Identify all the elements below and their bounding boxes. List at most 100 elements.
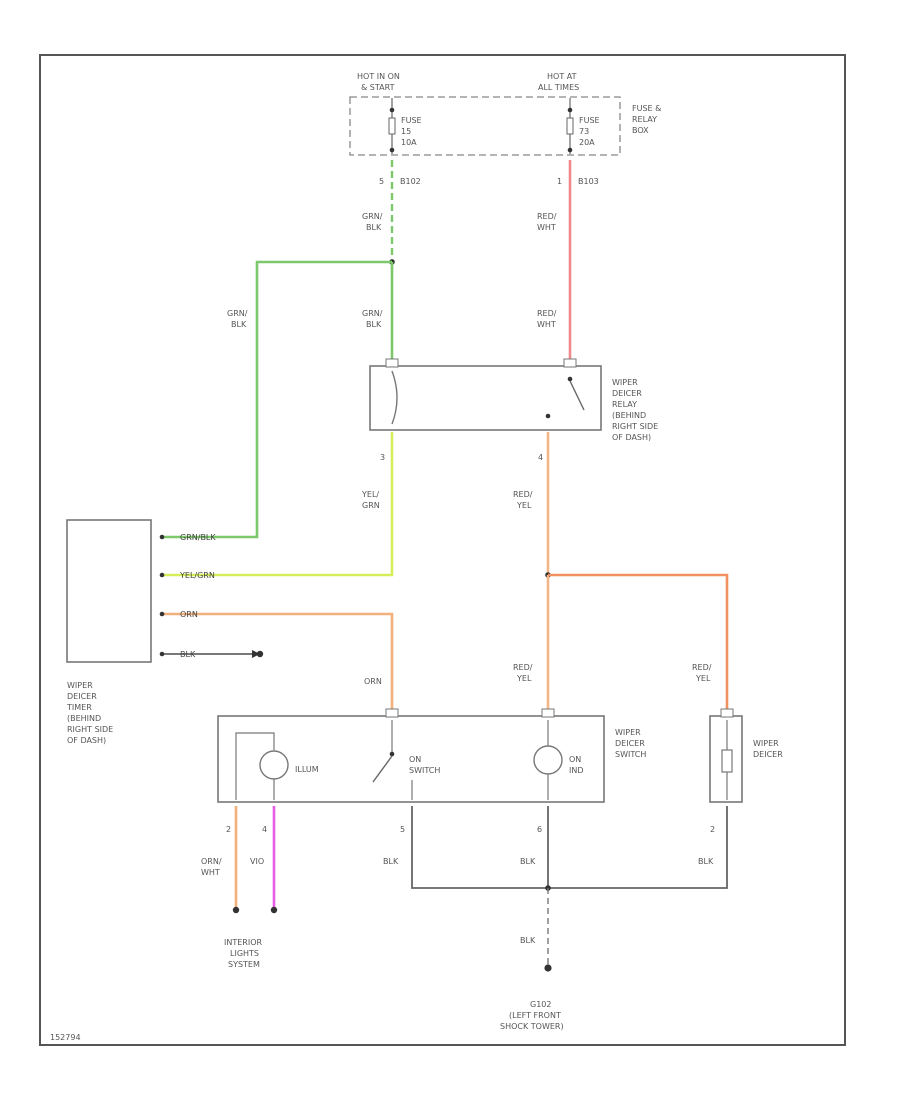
timer-label-5: RIGHT SIDE	[67, 725, 113, 734]
wire-label-grn-blk-a-1: GRN/	[362, 212, 383, 221]
timer-pin-label-4: BLK	[180, 650, 196, 659]
wire-label-grn-blk-c-1: GRN/	[362, 309, 383, 318]
wire-label-vio: VIO	[250, 857, 264, 866]
fuse-box-label-2: RELAY	[632, 115, 657, 124]
fuse-15-icon	[388, 117, 396, 135]
fuse-73-label-2: 73	[579, 127, 589, 136]
interior-lights-terminal-2	[270, 906, 278, 914]
wiper-deicer-timer: GRN/BLK YEL/GRN ORN BLK WIPER DEICER TIM…	[66, 519, 216, 745]
wire-label-red-yel-c-1: RED/	[692, 663, 712, 672]
wire-label-red-wht-a-2: WHT	[537, 223, 556, 232]
switch-connector-2	[541, 708, 555, 718]
hot-run-start-label-1: HOT IN ON	[357, 72, 400, 81]
wire-label-red-yel-a-1: RED/	[513, 490, 533, 499]
switch-connector-1	[385, 708, 399, 718]
on-switch-contact	[389, 751, 395, 757]
relay-label-6: OF DASH)	[612, 433, 651, 442]
timer-pin-blk	[159, 651, 165, 657]
fuse-15-terminal-top	[389, 107, 395, 113]
wire-label-grn-blk-b-1: GRN/	[227, 309, 248, 318]
timer-label-6: OF DASH)	[67, 736, 106, 745]
ground-label-1: G102	[530, 1000, 551, 1009]
wire-label-grn-blk-a-2: BLK	[366, 223, 382, 232]
fuse-box-pin-left: 5	[379, 177, 384, 186]
illum-circuit	[235, 732, 275, 800]
fuse-73-label-1: FUSE	[579, 116, 600, 125]
wire-label-red-yel-b-1: RED/	[513, 663, 533, 672]
fuse-box-label-1: FUSE &	[632, 104, 661, 113]
fuse-box-label-3: BOX	[632, 126, 649, 135]
relay-contact-top	[567, 376, 573, 382]
wire-label-red-yel-a-2: YEL	[516, 501, 532, 510]
wire-label-yel-grn-1: YEL/	[361, 490, 379, 499]
wire-label-orn-wht-2: WHT	[201, 868, 220, 877]
on-switch-label-1: ON	[409, 755, 421, 764]
ground-label-2: (LEFT FRONT	[509, 1011, 561, 1020]
fuse-15-label-3: 10A	[401, 138, 417, 147]
blk-ground-bus	[411, 806, 728, 889]
relay-switch-arm-icon	[569, 380, 585, 411]
relay-label-3: RELAY	[612, 400, 637, 409]
timer-pin-label-2: YEL/GRN	[179, 571, 215, 580]
wire-label-blk-b: BLK	[520, 857, 536, 866]
switch-label-1: WIPER	[615, 728, 641, 737]
hot-all-times-label-1: HOT AT	[547, 72, 577, 81]
wire-label-red-yel-c-2: YEL	[695, 674, 711, 683]
fuse-relay-box: HOT IN ON & START HOT AT ALL TIMES FUSE …	[349, 72, 661, 186]
deicer-element-icon	[721, 749, 733, 773]
ground-label-3: SHOCK TOWER)	[500, 1022, 564, 1031]
fuse-73-terminal-top	[567, 107, 573, 113]
switch-pin-2: 2	[226, 825, 231, 834]
on-ind-label-2: IND	[569, 766, 584, 775]
relay-pin-4: 4	[538, 453, 543, 462]
relay-connector-2	[563, 358, 577, 368]
wire-label-blk-a: BLK	[383, 857, 399, 866]
switch-pin-4: 4	[262, 825, 267, 834]
switch-pin-5: 5	[400, 825, 405, 834]
relay-label-1: WIPER	[612, 378, 638, 387]
yel-grn-wire	[162, 432, 394, 577]
timer-box	[66, 519, 152, 663]
wire-label-grn-blk-c-2: BLK	[366, 320, 382, 329]
wire-label-red-wht-b-1: RED/	[537, 309, 557, 318]
fuse-box-pin-right: 1	[557, 177, 562, 186]
timer-label-2: DEICER	[67, 692, 97, 701]
wiper-deicer-switch: ILLUM ON SWITCH ON IND 2 4 5 6 WIPER DEI…	[217, 708, 646, 834]
fuse-15-label-2: 15	[401, 127, 411, 136]
interior-lights-label-2: LIGHTS	[230, 949, 259, 958]
on-ind-bulb-icon	[533, 745, 563, 775]
relay-label-5: RIGHT SIDE	[612, 422, 658, 431]
grn-blk-wire-timer	[162, 260, 392, 539]
on-switch-arm-icon	[372, 755, 393, 783]
timer-ground-terminal	[256, 650, 264, 658]
deicer-pin: 2	[710, 825, 715, 834]
deicer-label-2: DEICER	[753, 750, 783, 759]
ground-g102-terminal	[544, 964, 552, 972]
switch-pin-6: 6	[537, 825, 542, 834]
relay-label-2: DEICER	[612, 389, 642, 398]
diagram-frame	[39, 54, 846, 1046]
hot-run-start-label-2: & START	[361, 83, 395, 92]
wiper-deicer: 2 WIPER DEICER	[709, 708, 783, 834]
wire-label-yel-grn-2: GRN	[362, 501, 380, 510]
switch-label-2: DEICER	[615, 739, 645, 748]
red-yel-wire-deicer	[548, 573, 729, 712]
on-ind-label-1: ON	[569, 755, 581, 764]
on-switch-label-2: SWITCH	[409, 766, 440, 775]
hot-all-times-label-2: ALL TIMES	[538, 83, 579, 92]
wire-label-red-wht-b-2: WHT	[537, 320, 556, 329]
timer-label-4: (BEHIND	[67, 714, 101, 723]
timer-label-1: WIPER	[67, 681, 93, 690]
wire-label-blk-d: BLK	[520, 936, 536, 945]
interior-lights-label-3: SYSTEM	[228, 960, 260, 969]
timer-label-3: TIMER	[66, 703, 92, 712]
relay-label-4: (BEHIND	[612, 411, 646, 420]
fuse-73-label-3: 20A	[579, 138, 595, 147]
timer-pin-grn-blk	[159, 534, 165, 540]
timer-pin-label-1: GRN/BLK	[180, 533, 216, 542]
fuse-box-outline	[349, 96, 621, 156]
wire-label-orn-wht-1: ORN/	[201, 857, 222, 866]
illum-bulb-icon	[259, 750, 289, 780]
wire-label-grn-blk-b-2: BLK	[231, 320, 247, 329]
